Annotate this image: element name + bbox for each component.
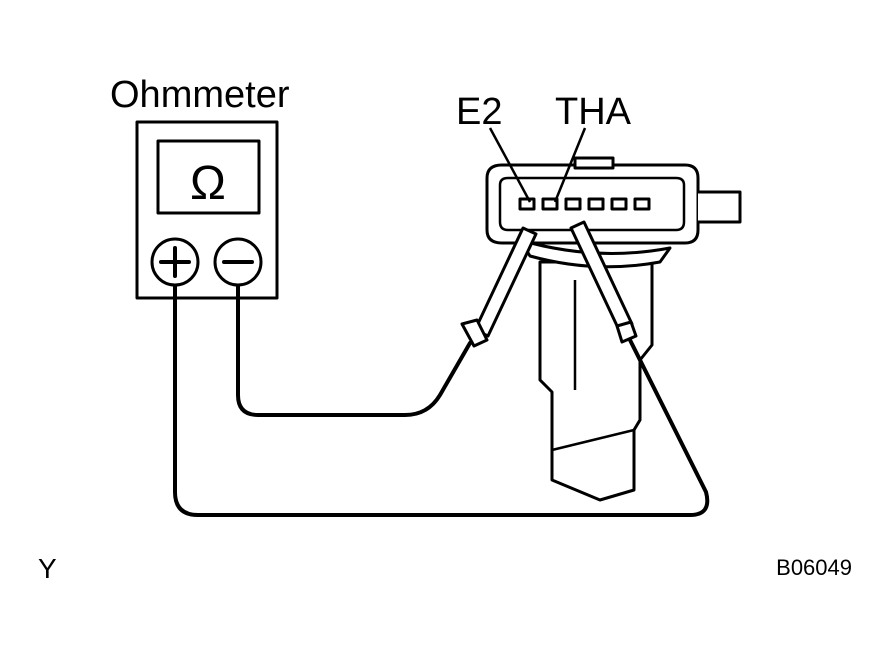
pin-label-e2: E2	[456, 91, 502, 133]
probe-negative-body	[473, 226, 538, 338]
connector-pin	[518, 197, 536, 211]
connector-pin	[610, 197, 628, 211]
figure-code-label: B06049	[776, 555, 852, 580]
connector-pin	[633, 197, 651, 211]
connector-opening	[498, 176, 686, 232]
probe-positive-tip	[615, 320, 638, 344]
ohmmeter-label: Ohmmeter	[110, 74, 290, 116]
corner-label: Y	[38, 553, 57, 584]
e2-leader-line	[488, 127, 532, 203]
wire-negative	[236, 284, 472, 417]
pin-label-tha: THA	[555, 91, 632, 133]
ohmmeter-display	[156, 139, 261, 215]
ohm-symbol: Ω	[190, 157, 226, 210]
test-probe-icon	[460, 220, 638, 348]
tha-leader-line	[553, 127, 587, 203]
intake-air-temperature-sensor-icon	[485, 156, 742, 502]
connector-lock-tab	[573, 156, 615, 170]
probe-negative-tip	[460, 318, 489, 348]
negative-terminal	[213, 237, 263, 287]
connector-pin	[587, 197, 605, 211]
positive-terminal	[150, 237, 200, 287]
connector-pins	[518, 197, 651, 211]
connector-side-stub	[698, 190, 742, 224]
connector-pin	[564, 197, 582, 211]
ohmmeter-icon: Ω	[135, 120, 279, 300]
wire-positive	[173, 284, 710, 517]
sensor-housing	[538, 260, 654, 502]
connector-pin	[541, 197, 559, 211]
sensor-housing-lines	[551, 280, 635, 452]
